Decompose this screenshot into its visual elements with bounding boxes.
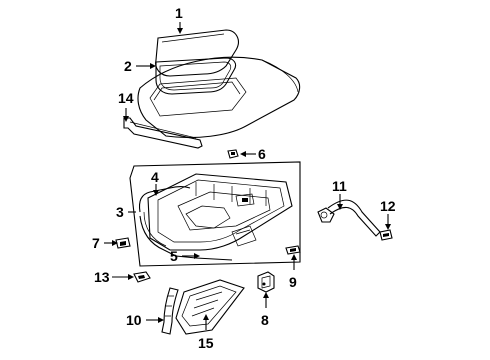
bracket-part-7	[115, 237, 131, 249]
callout-12: 12	[380, 198, 396, 214]
callout-11: 11	[332, 178, 347, 194]
callout-7: 7	[92, 235, 100, 251]
sunroof-glass	[155, 29, 239, 77]
drain-tube	[317, 199, 381, 237]
callout-10: 10	[126, 312, 142, 328]
callout-1: 1	[175, 5, 183, 21]
glass-seal	[155, 57, 237, 95]
roof-panel	[137, 56, 301, 139]
sunroof-cable	[138, 185, 233, 261]
bracket-part-9	[285, 245, 301, 255]
callout-3: 3	[116, 204, 124, 220]
callout-2: 2	[124, 58, 132, 74]
callout-15: 15	[198, 335, 214, 351]
callout-13: 13	[94, 269, 110, 285]
clip-part-12	[379, 229, 393, 241]
callout-4: 4	[151, 169, 159, 185]
wind-deflector	[123, 117, 203, 149]
callout-labels: 1 2 3 4 5 6 7 8 9 10 11 12 13 14 15	[92, 5, 396, 351]
callout-9: 9	[289, 274, 297, 290]
leader-lines	[104, 22, 391, 330]
clip-part-6	[227, 149, 239, 159]
callout-5: 5	[170, 248, 178, 264]
callout-14: 14	[118, 90, 134, 106]
sunroof-frame	[147, 173, 293, 251]
clip-part-13	[133, 271, 151, 283]
sunshade-panel	[175, 279, 245, 335]
callout-6: 6	[258, 146, 266, 162]
drain-hose	[161, 287, 179, 335]
sunroof-motor	[257, 271, 275, 293]
callout-8: 8	[261, 312, 269, 328]
frame-assembly-box	[129, 161, 301, 267]
